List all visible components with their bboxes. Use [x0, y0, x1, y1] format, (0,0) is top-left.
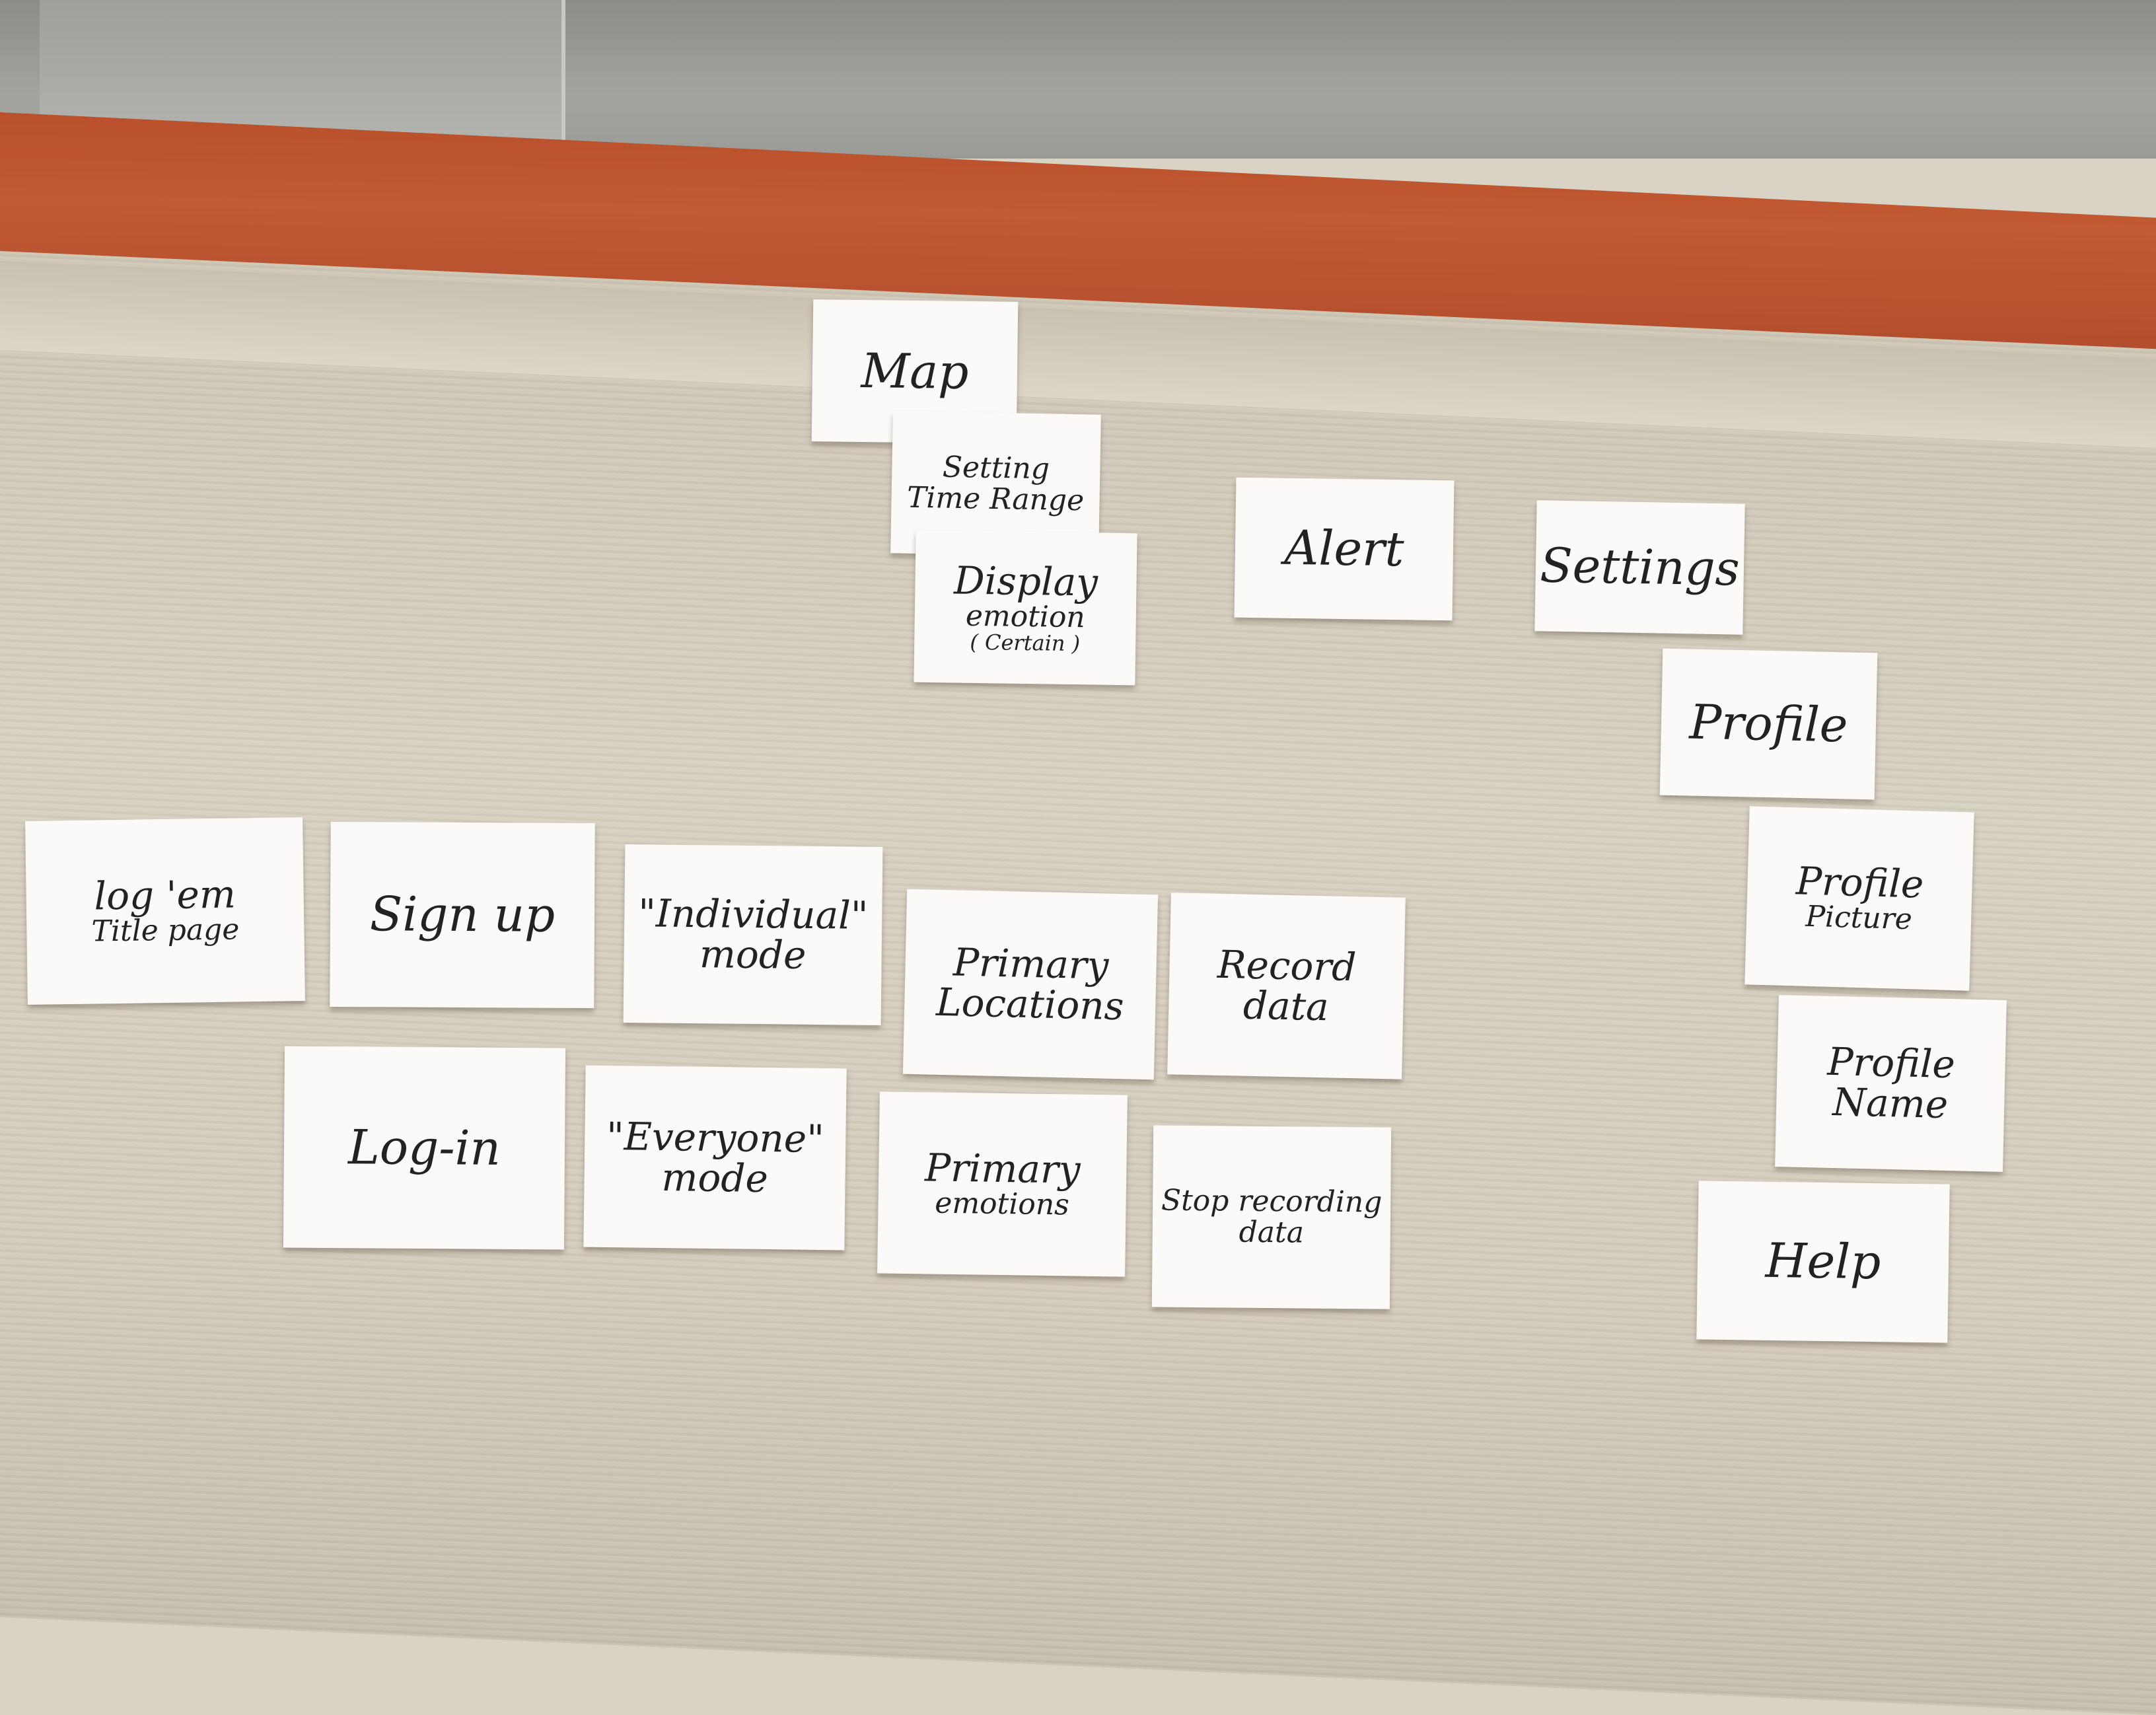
- note-line: Picture: [1805, 900, 1913, 937]
- note-primary-emotions[interactable]: Primary emotions: [877, 1091, 1128, 1277]
- note-line: Profile: [1795, 858, 1925, 908]
- note-line: emotion: [965, 599, 1086, 634]
- note-line: "Everyone": [606, 1113, 825, 1161]
- note-sign-up-text: Sign up: [369, 886, 556, 943]
- note-line: Display: [953, 558, 1098, 605]
- note-line: Primary: [952, 939, 1110, 988]
- note-log-in[interactable]: Log-in: [283, 1046, 566, 1250]
- note-everyone-mode[interactable]: "Everyone" mode: [583, 1065, 847, 1251]
- note-line: data: [1239, 1215, 1305, 1249]
- note-sign-up[interactable]: Sign up: [330, 821, 595, 1009]
- note-line: Setting: [942, 450, 1050, 486]
- note-line: emotions: [935, 1186, 1070, 1222]
- note-line: Record: [1217, 941, 1357, 990]
- note-stop-recording-data[interactable]: Stop recording data: [1151, 1125, 1392, 1309]
- note-primary-locations[interactable]: Primary Locations: [902, 889, 1159, 1080]
- note-help[interactable]: Help: [1696, 1181, 1950, 1343]
- note-profile-name[interactable]: Profile Name: [1775, 995, 2007, 1172]
- note-profile-picture[interactable]: Profile Picture: [1744, 806, 1974, 991]
- note-help-text: Help: [1765, 1232, 1881, 1290]
- note-line: Profile: [1826, 1039, 1956, 1087]
- note-profile-text: Profile: [1688, 694, 1849, 753]
- note-line: mode: [661, 1154, 769, 1201]
- note-alert[interactable]: Alert: [1234, 477, 1455, 621]
- note-line: Locations: [935, 979, 1125, 1029]
- note-display-emotion[interactable]: Display emotion ( Certain ): [914, 530, 1137, 686]
- note-line: Stop recording: [1161, 1183, 1383, 1220]
- note-alert-text: Alert: [1283, 519, 1405, 577]
- note-line: mode: [699, 931, 807, 978]
- note-line: data: [1242, 982, 1330, 1029]
- note-individual-mode[interactable]: "Individual" mode: [623, 844, 883, 1026]
- note-line: "Individual": [637, 891, 869, 938]
- note-map-text: Map: [861, 342, 969, 400]
- note-line: Time Range: [906, 480, 1085, 517]
- note-line: Primary: [924, 1145, 1081, 1192]
- note-log-em-title-page[interactable]: log 'em Title page: [25, 817, 305, 1005]
- note-line: Name: [1832, 1079, 1949, 1127]
- note-line: log 'em: [94, 871, 236, 919]
- note-log-in-text: Log-in: [347, 1118, 501, 1176]
- note-record-data[interactable]: Record data: [1167, 893, 1406, 1079]
- note-settings[interactable]: Settings: [1534, 500, 1745, 635]
- note-profile[interactable]: Profile: [1659, 648, 1878, 800]
- note-line: ( Certain ): [970, 629, 1081, 656]
- note-settings-text: Settings: [1539, 537, 1741, 597]
- note-line: Title page: [91, 912, 240, 949]
